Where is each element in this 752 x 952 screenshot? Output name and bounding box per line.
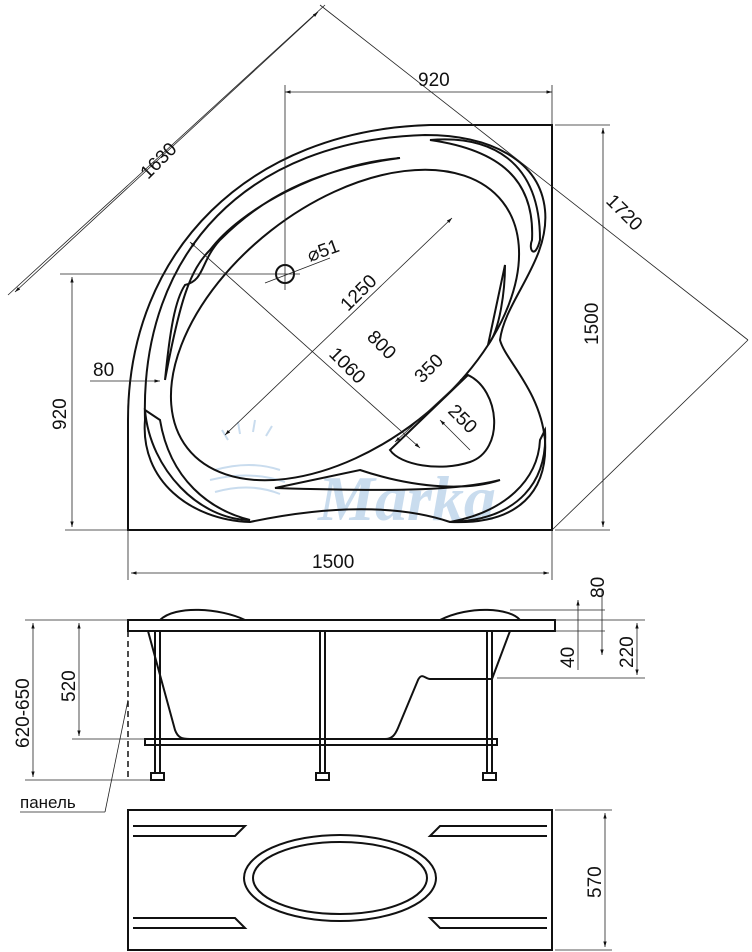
panel-groove-bottom-left: [133, 917, 248, 929]
seat: [388, 373, 496, 468]
headrest-left: [159, 608, 246, 621]
panel-groove-bottom-right: [427, 917, 547, 929]
tub-body: [147, 630, 511, 740]
dim-620-650: 620-650: [13, 678, 34, 748]
dim-920-left: 920: [50, 398, 71, 430]
panel-oval-inner: [252, 841, 428, 915]
armrest-bottom-left: [143, 408, 251, 521]
tub-rim: [127, 619, 556, 632]
front-panel: [127, 809, 553, 951]
dim-1060: 1060: [324, 344, 369, 389]
dim-80-headrest: 80: [588, 577, 609, 598]
headrest-right: [439, 608, 521, 621]
dim-1720: 1720: [601, 191, 646, 236]
armrest-bottom-right: [449, 426, 547, 523]
side-view: 80 40 220 520 620-650 панель: [13, 577, 645, 813]
ledge-right: [487, 264, 506, 346]
dim-1250: 1250: [337, 271, 382, 316]
armrest-top-right: [429, 138, 542, 253]
dim-520: 520: [59, 670, 80, 702]
plan-view: Marka: [7, 4, 749, 580]
dim-250: 250: [443, 401, 480, 438]
watermark-sun-icon: [209, 419, 286, 495]
dim-drain: ⌀51: [305, 236, 343, 267]
dim-1630: 1630: [137, 139, 182, 184]
panel-groove-top-right: [427, 825, 547, 837]
front-view: 570: [127, 809, 612, 951]
dim-40: 40: [558, 647, 579, 668]
dim-220: 220: [617, 636, 638, 668]
panel-label: панель: [20, 793, 76, 812]
dim-1500-bottom: 1500: [312, 552, 354, 573]
ledge-bottom: [274, 468, 501, 491]
dimension-lines: [7, 4, 749, 580]
panel-oval-outer: [243, 834, 437, 922]
dim-80-rim: 80: [93, 360, 114, 381]
side-dimension-lines: [20, 590, 645, 813]
dim-570: 570: [585, 866, 606, 898]
dim-350: 350: [411, 350, 448, 387]
panel-groove-top-left: [133, 825, 248, 837]
dim-1500-right: 1500: [582, 303, 603, 345]
dim-800: 800: [362, 327, 399, 364]
frame-legs: [150, 630, 497, 781]
armrest-left: [164, 157, 401, 381]
dim-920-top: 920: [418, 70, 450, 91]
